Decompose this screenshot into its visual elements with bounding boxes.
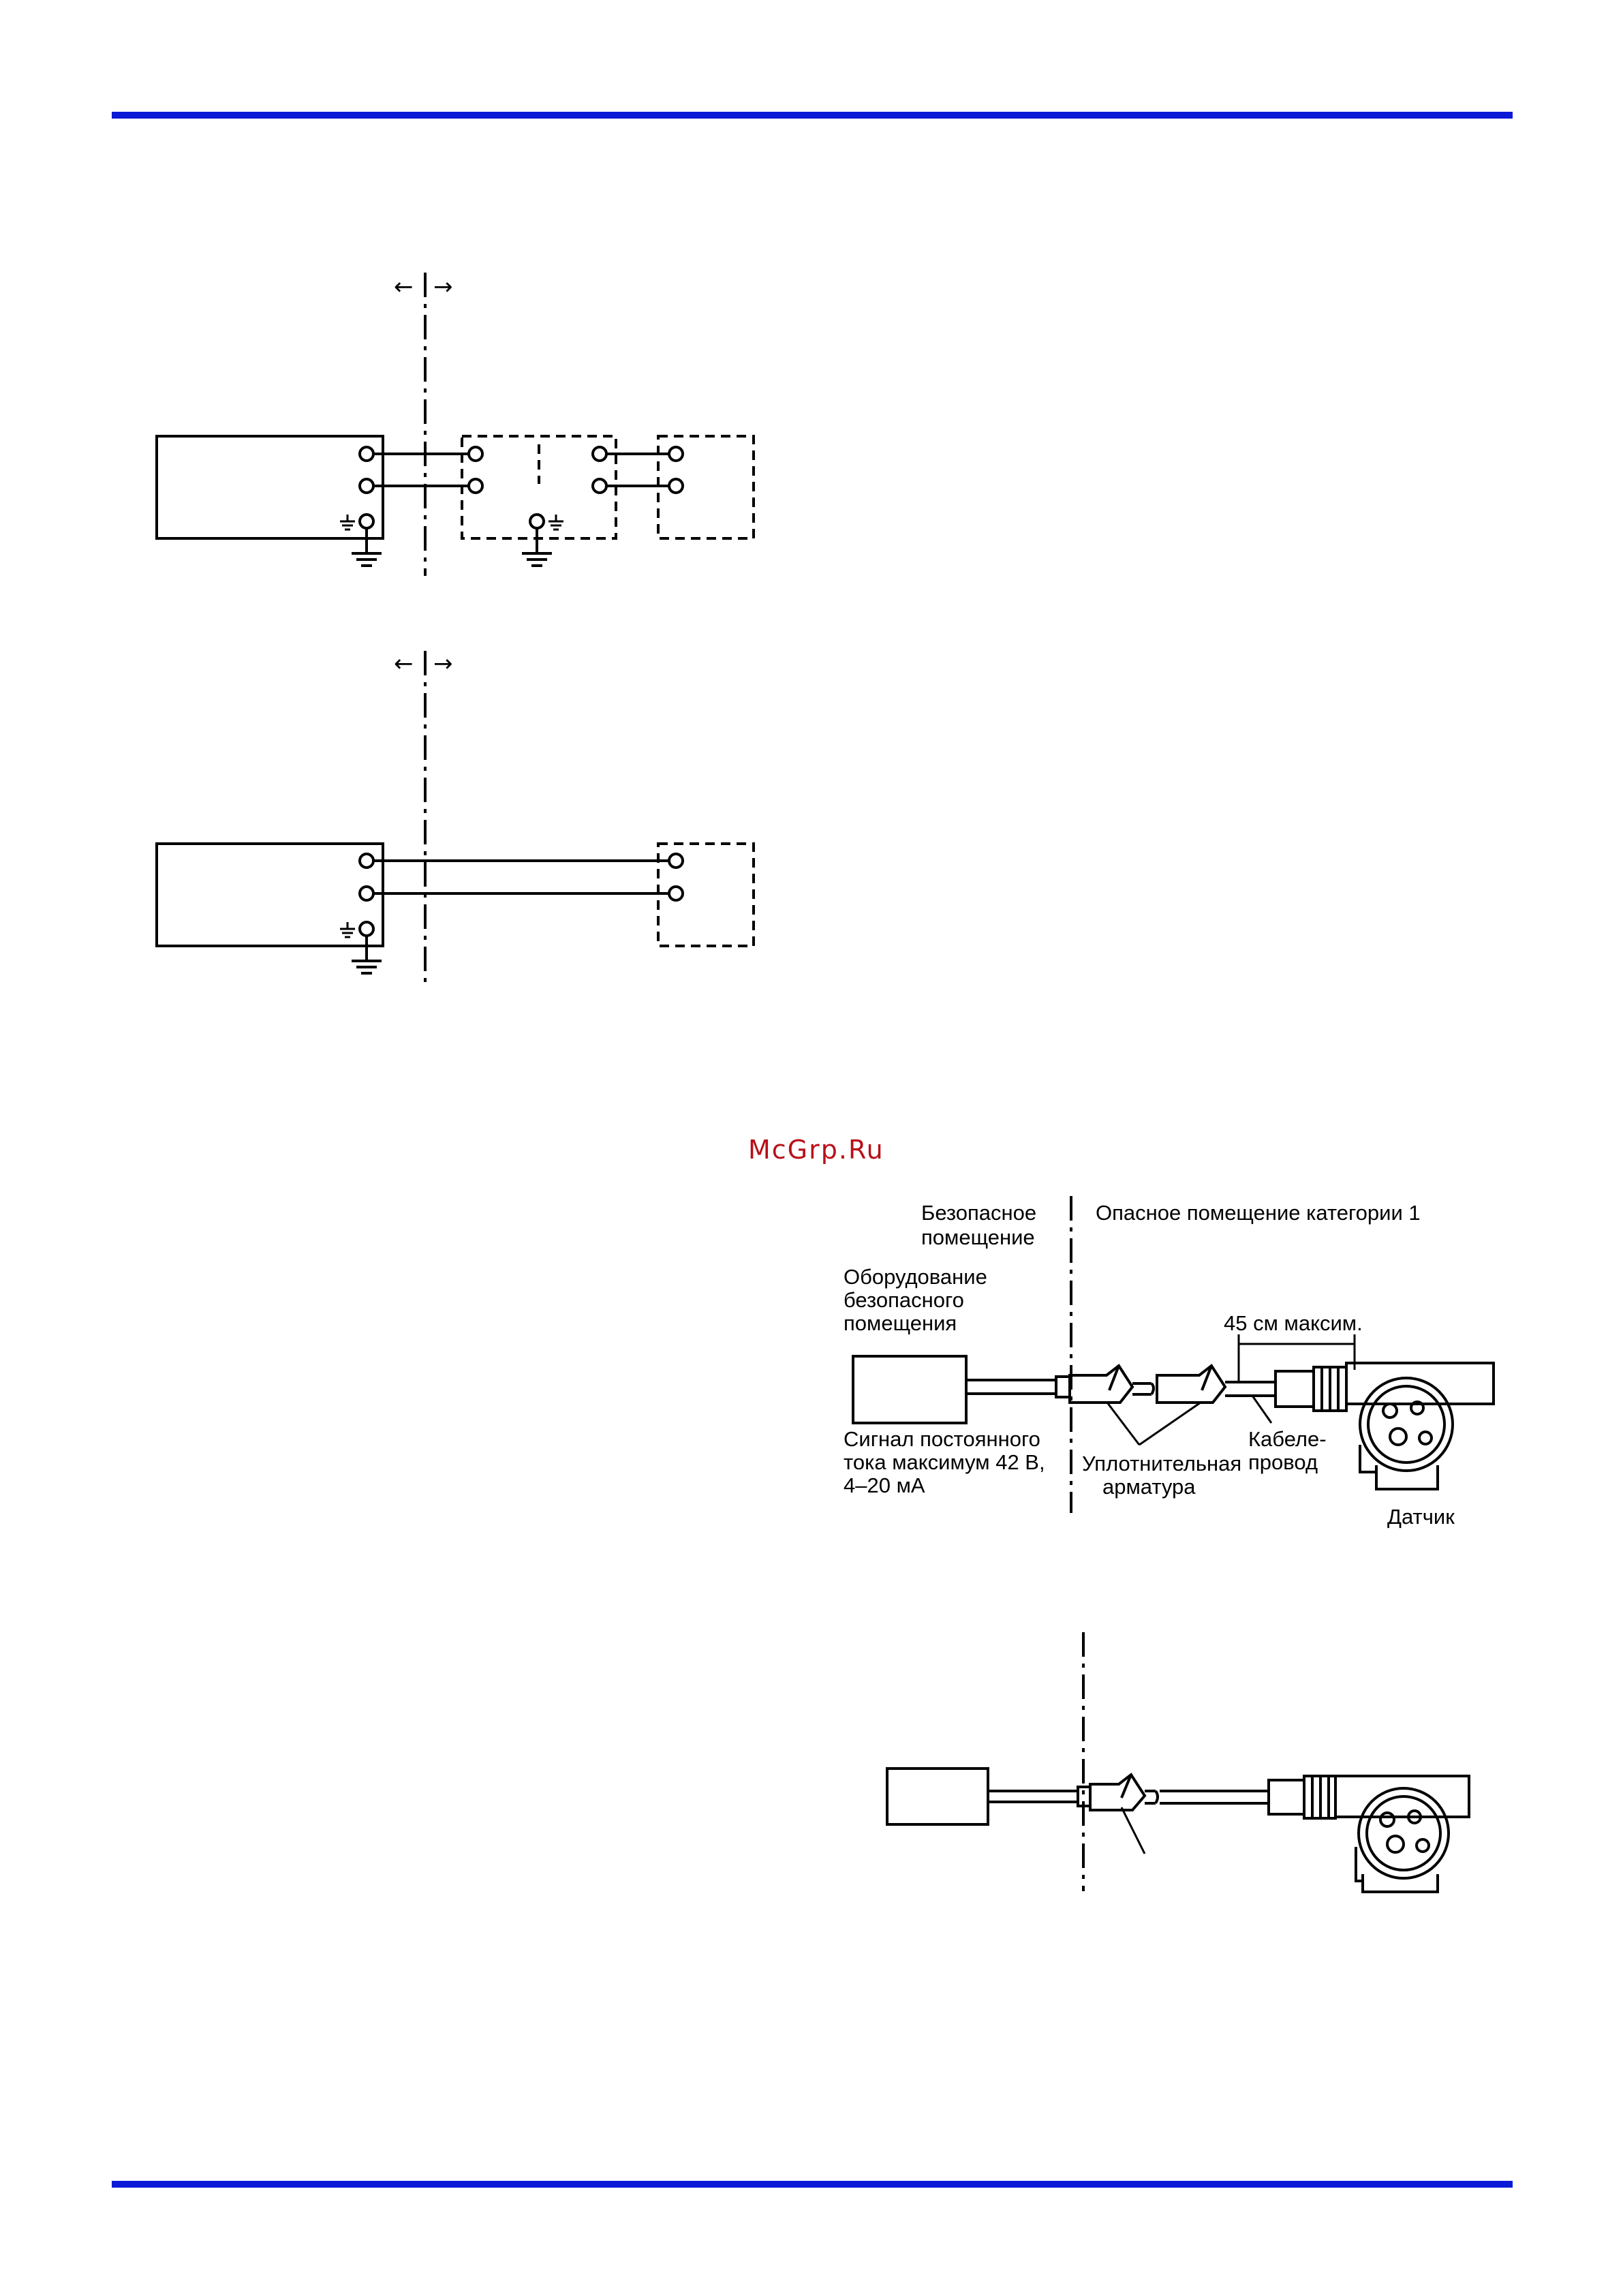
seal-leader (1139, 1403, 1201, 1445)
safe-equipment-box (157, 436, 383, 538)
seal-fitting (1070, 1366, 1132, 1403)
field-device-box (658, 436, 754, 538)
terminal (469, 447, 482, 461)
safe-equipment-box (853, 1356, 966, 1423)
hazard-area-label: Опасное помещение категории 1 (1096, 1201, 1421, 1225)
ground-terminal (530, 515, 544, 528)
terminal (360, 887, 373, 900)
transmitter-housing (1346, 1363, 1494, 1489)
equipment-label-3: помещения (844, 1311, 957, 1335)
ground-terminal (360, 515, 373, 528)
terminal (669, 447, 683, 461)
signal-label-2: тока максимум 42 В, (844, 1450, 1045, 1474)
safe-equipment-box (887, 1769, 988, 1824)
terminal (469, 479, 482, 493)
conduit-leader (1252, 1396, 1271, 1423)
ground-symbol (340, 922, 355, 937)
equipment-label-2: безопасного (844, 1288, 964, 1312)
conduit-label-2: провод (1248, 1450, 1318, 1474)
figure-2-wiring (157, 651, 754, 985)
max-length-label: 45 см максим. (1224, 1311, 1363, 1335)
figure-1-wiring (157, 273, 754, 576)
terminal (669, 479, 683, 493)
left-arrow: ← (394, 650, 414, 677)
ground-symbol (340, 515, 355, 530)
watermark: McGrp.Ru (748, 1135, 884, 1165)
safe-equipment-box (157, 844, 383, 946)
seal-fitting (1157, 1366, 1225, 1403)
transmitter-housing (1335, 1776, 1469, 1892)
terminal (360, 447, 373, 461)
right-arrow: → (433, 273, 453, 301)
ground-terminal (360, 922, 373, 936)
seal-fitting (1090, 1775, 1145, 1810)
conduit-label: Кабеле- (1248, 1427, 1327, 1451)
signal-label: Сигнал постоянного (844, 1427, 1040, 1451)
seal-label: Уплотнительная (1082, 1452, 1241, 1475)
figure-4-installation (887, 1632, 1469, 1892)
safe-area-label-2: помещение (921, 1225, 1035, 1249)
terminal (593, 479, 606, 493)
ground-symbol (548, 515, 563, 530)
terminal (593, 447, 606, 461)
seal-leader (1107, 1403, 1139, 1445)
terminal (669, 887, 683, 900)
safe-area-label: Безопасное (921, 1201, 1036, 1225)
equipment-label: Оборудование (844, 1265, 987, 1289)
sensor-label: Датчик (1387, 1505, 1455, 1529)
seal-label-2: арматура (1102, 1475, 1196, 1499)
field-device-box (658, 844, 754, 946)
terminal (360, 479, 373, 493)
terminal (360, 854, 373, 868)
terminal (669, 854, 683, 868)
left-arrow: ← (394, 273, 414, 301)
signal-label-3: 4–20 мА (844, 1473, 925, 1497)
seal-leader (1122, 1807, 1145, 1854)
right-arrow: → (433, 650, 453, 677)
